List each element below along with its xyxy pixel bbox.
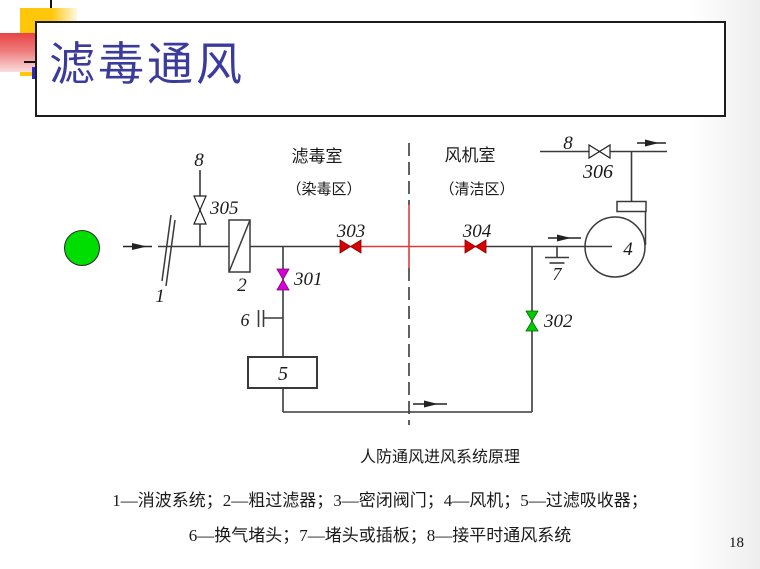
page-number: 18 <box>729 535 744 551</box>
label-component-6: 6 <box>241 310 250 330</box>
label-component-5: 5 <box>278 363 288 385</box>
fan-symbol <box>584 200 647 278</box>
fan-outlet-rect <box>616 200 647 213</box>
label-valve-306: 306 <box>582 161 613 183</box>
label-valve-304: 304 <box>462 221 492 242</box>
label-valve-301: 301 <box>293 269 323 290</box>
diagram-legend: 1—消波系统；2—粗过滤器；3—密闭阀门；4—风机；5—过滤吸收器； 6—换气堵… <box>0 483 760 553</box>
label-valve-302: 302 <box>543 311 573 332</box>
label-component-2: 2 <box>237 275 247 296</box>
slide-title: 滤毒通风 <box>49 39 245 90</box>
flow-arrow-inlet <box>123 243 152 250</box>
fan-room-label: 风机室 <box>445 146 496 165</box>
flow-arrow-bottom <box>413 400 447 408</box>
valve-302 <box>525 310 539 332</box>
label-valve-305: 305 <box>209 198 239 219</box>
coarse-filter-symbol <box>228 219 251 273</box>
valve-301 <box>276 268 290 291</box>
valve-305 <box>193 195 207 225</box>
filter-absorber-box <box>247 356 318 389</box>
legend-line-1: 1—消波系统；2—粗过滤器；3—密闭阀门；4—风机；5—过滤吸收器； <box>112 491 648 510</box>
valve-304 <box>464 239 487 254</box>
label-component-1: 1 <box>155 286 165 307</box>
flow-arrow-fan-inlet <box>548 234 581 242</box>
green-status-marker <box>64 230 100 266</box>
label-valve-303: 303 <box>336 221 366 242</box>
diagram-caption: 人防通风进风系统原理 <box>359 449 520 466</box>
flow-arrow-top-outlet <box>637 139 666 147</box>
template-horizontal-tick <box>24 61 37 63</box>
wave-absorber-symbol <box>161 214 176 287</box>
label-component-4: 4 <box>623 239 633 260</box>
valve-303 <box>339 239 362 254</box>
pipe-network <box>158 150 667 413</box>
legend-line-2: 6—换气堵头；7—堵头或插板；8—接平时通风系统 <box>188 526 572 545</box>
valve-306 <box>588 143 611 160</box>
title-box: 滤毒通风 <box>35 21 726 117</box>
label-component-8-right: 8 <box>563 133 573 154</box>
contaminated-zone-label: （染毒区） <box>286 181 361 198</box>
filter-room-label: 滤毒室 <box>292 147 343 166</box>
label-component-7: 7 <box>553 264 563 284</box>
label-component-8-left: 8 <box>194 150 204 171</box>
clean-zone-label: （清洁区） <box>439 181 514 198</box>
flow-arrows <box>123 139 666 408</box>
